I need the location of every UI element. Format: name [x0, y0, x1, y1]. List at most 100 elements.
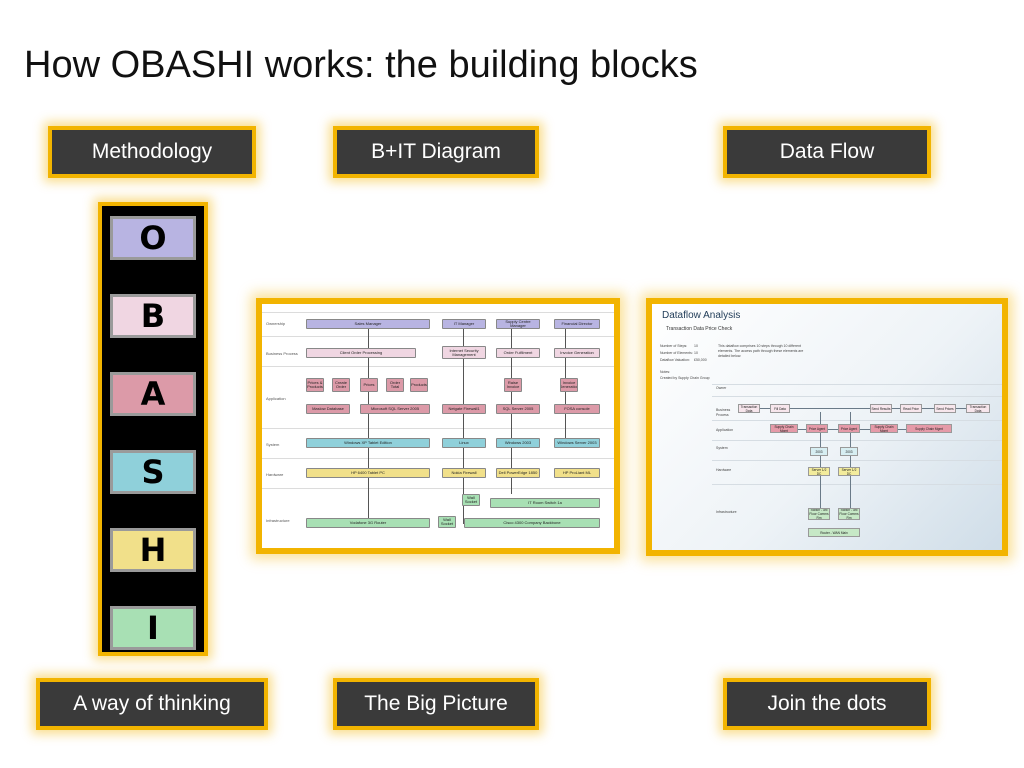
dataflow-subtitle: Transaction Data Price Check — [666, 326, 733, 332]
lane-label-business-process: Business Process — [266, 351, 298, 356]
infrastructure-box: IT Room Switch 1a — [490, 498, 600, 508]
data-flow-label[interactable]: Data Flow — [723, 126, 931, 178]
owner-box: Financial Director — [554, 319, 600, 329]
hardware-step-box: Server 1/2 DC — [838, 467, 860, 476]
lane-divider — [262, 458, 614, 459]
system-box: Linux — [442, 438, 486, 448]
lane-label-hardware: Hardware — [266, 472, 284, 477]
big-picture-label[interactable]: The Big Picture — [333, 678, 539, 730]
process-step-box: Send Prices — [934, 404, 956, 413]
system-box: Windows XP Tablet Edition — [306, 438, 430, 448]
lane-divider — [712, 420, 1002, 421]
system-box: Windows Server 2003 — [554, 438, 600, 448]
letter-h: H — [110, 528, 196, 572]
app-step-box: Price Agent — [806, 424, 828, 433]
letter-o: O — [110, 216, 196, 260]
lane-label-owner: Owner — [716, 386, 727, 390]
app-function-box: Products — [410, 378, 428, 392]
lane-label-ownership: Ownership — [266, 321, 286, 326]
process-step-box: Transaction Data — [966, 404, 990, 413]
system-box: Windows 2003 — [496, 438, 540, 448]
flow-connector — [742, 408, 982, 409]
process-box: Invoice Generation — [554, 348, 600, 358]
lane-divider — [712, 460, 1002, 461]
hardware-step-box: Server 1/2 DC — [808, 467, 830, 476]
application-box: SQL Server 2005 — [496, 404, 540, 414]
process-step-box: Fill Data — [770, 404, 790, 413]
lane-divider — [262, 366, 614, 367]
app-function-box: Invoice Generation — [560, 378, 578, 392]
process-box: Order Fulfilment — [496, 348, 540, 358]
infra-step-box: Switch - 3rd Floor Comms Rm — [838, 508, 860, 520]
connector-line — [463, 326, 464, 524]
process-box: Client Order Processing — [306, 348, 416, 358]
letter-a: A — [110, 372, 196, 416]
hardware-box: HP 6400 Tablet PC — [306, 468, 430, 478]
dataflow-title: Dataflow Analysis — [662, 310, 741, 321]
app-function-box: Prices — [360, 378, 378, 392]
lane-divider — [712, 440, 1002, 441]
system-step-box: 2003 — [840, 447, 858, 456]
infra-step-box: Router - WAN Main — [808, 528, 860, 537]
app-step-box: Supply Chain Mgmt — [870, 424, 898, 433]
infrastructure-socket-box: Wall Socket — [438, 516, 456, 528]
join-the-dots-label[interactable]: Join the dots — [723, 678, 931, 730]
letter-s: S — [110, 450, 196, 494]
lane-divider — [262, 488, 614, 489]
app-function-box: Create Order — [332, 378, 350, 392]
stat-label: Dataflow Valuation: — [660, 358, 690, 362]
process-step-box: Transaction Data — [738, 404, 760, 413]
app-step-box: Supply Chain Mgmt — [770, 424, 798, 433]
lane-label-application: Application — [716, 428, 734, 432]
stat-label: Number of Elements: — [660, 351, 693, 355]
lane-label-business-process: Business Process — [716, 408, 731, 417]
flow-connector — [850, 412, 851, 516]
lane-label-system: System — [266, 442, 280, 447]
lane-label-application: Application — [266, 396, 286, 401]
app-function-box: Order Total — [386, 378, 404, 392]
flow-connector — [820, 412, 821, 516]
infrastructure-socket-box: Wall Socket — [462, 494, 480, 506]
owner-box: Sales Manager — [306, 319, 430, 329]
lane-label-infrastructure: Infrastructure — [716, 510, 737, 514]
data-flow-frame: Dataflow Analysis Transaction Data Price… — [646, 298, 1008, 556]
bit-diagram-frame: Ownership Business Process Application S… — [256, 298, 620, 554]
hardware-box: Dell PowerEdge 1850 — [496, 468, 540, 478]
app-step-box: Supply Chain Mgmt — [906, 424, 952, 433]
process-box: Internet Security Management — [442, 346, 486, 359]
bit-diagram-label[interactable]: B+IT Diagram — [333, 126, 539, 178]
lane-divider — [262, 336, 614, 337]
lane-label-hardware: Hardware — [716, 468, 732, 472]
hardware-box: Nokia Firewall — [442, 468, 486, 478]
app-function-box: Prices & Products — [306, 378, 324, 392]
owner-box: Supply Centre Manager — [496, 319, 540, 329]
system-step-box: 2003 — [810, 447, 828, 456]
application-box: Netgate Firewall1 — [442, 404, 486, 414]
process-step-box: Send Results — [870, 404, 892, 413]
lane-label-infrastructure: Infrastructure — [266, 518, 290, 523]
infra-step-box: Switch - 3rd Floor Comms Rm — [808, 508, 830, 520]
flow-connector — [770, 429, 950, 430]
notes-text: Created by Supply Chain Group — [660, 376, 710, 380]
lane-divider — [712, 484, 1002, 485]
stat-value: 10 — [694, 344, 698, 348]
notes-label: Notes: — [660, 370, 671, 374]
lane-label-system: System — [716, 446, 728, 450]
lane-divider — [262, 428, 614, 429]
owner-box: IT Manager — [442, 319, 486, 329]
obashi-stack: O B A S H I — [98, 202, 208, 656]
stat-value: £50,000 — [694, 358, 707, 362]
methodology-label[interactable]: Methodology — [48, 126, 256, 178]
process-step-box: Read Price — [900, 404, 922, 413]
hardware-box: HP ProLiant ML — [554, 468, 600, 478]
letter-b: B — [110, 294, 196, 338]
lane-divider — [712, 396, 1002, 397]
dataflow-description: This dataflow comprises 10 steps through… — [718, 344, 804, 358]
lane-divider — [262, 312, 614, 313]
application-box: Maslow Database — [306, 404, 350, 414]
stat-value: 10 — [694, 351, 698, 355]
way-of-thinking-label[interactable]: A way of thinking — [36, 678, 268, 730]
infrastructure-box: Vodafone 3G Router — [306, 518, 430, 528]
page-title: How OBASHI works: the building blocks — [24, 44, 698, 86]
infrastructure-box: Cisco 4300 Company Backbone — [464, 518, 600, 528]
